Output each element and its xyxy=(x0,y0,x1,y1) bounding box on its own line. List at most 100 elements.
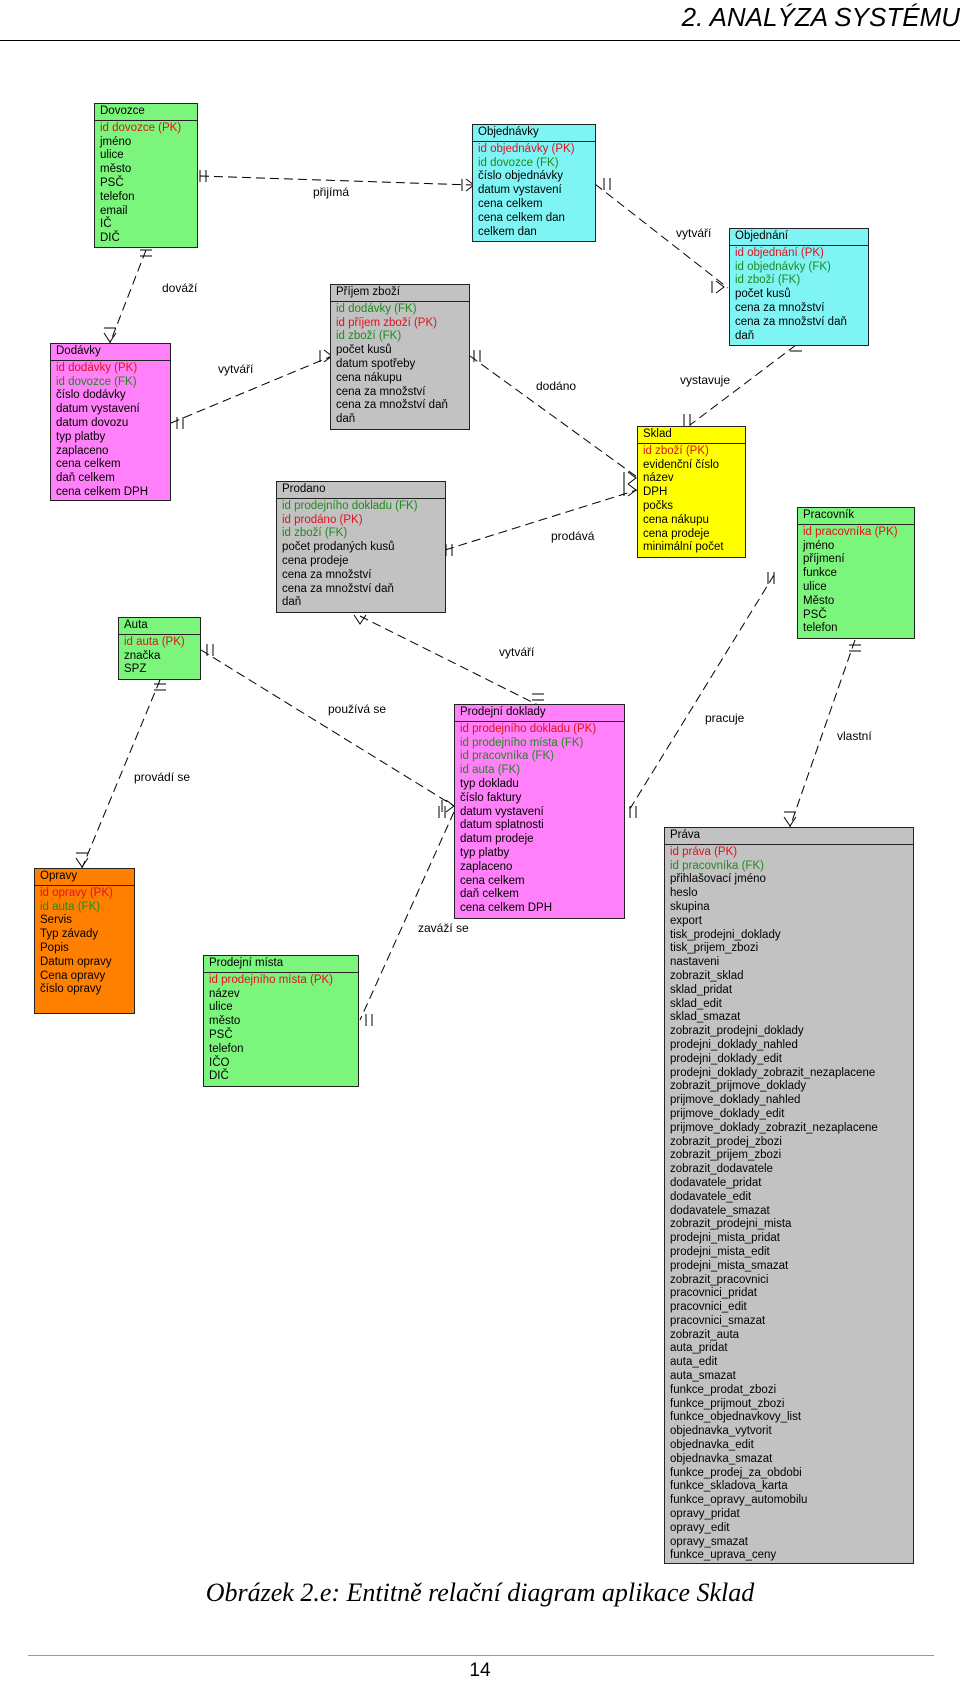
rel-label-zavazi-se: zaváží se xyxy=(418,921,469,935)
attribute-row: datum vystavení xyxy=(56,403,140,416)
attribute-row: datum splatnosti xyxy=(460,819,544,832)
entity-title: Objednání xyxy=(730,229,868,246)
attribute-row: cena celkem xyxy=(460,874,525,887)
attribute-row: objednavka_vytvorit xyxy=(670,1425,772,1438)
attribute-row: Město xyxy=(803,594,835,607)
attribute-row: objednavka_edit xyxy=(670,1439,754,1452)
attribute-row: typ platby xyxy=(460,846,510,859)
rel-label-prijima: přijímá xyxy=(313,185,350,199)
attribute-row: id objednávky (PK) xyxy=(478,142,575,155)
header-title: 2. ANALÝZA SYSTÉMU xyxy=(681,2,960,32)
attribute-row: číslo objednávky xyxy=(478,170,564,183)
attribute-row: daň xyxy=(282,596,302,609)
attribute-row: PSČ xyxy=(100,176,124,189)
attribute-row: opravy_edit xyxy=(670,1521,730,1534)
rel-line-zavazi-se xyxy=(359,811,455,1021)
attribute-row: prijmove_doklady_zobrazit_nezaplacene xyxy=(670,1121,878,1134)
attribute-row: značka xyxy=(124,649,161,662)
attribute-row: cena celkem dan xyxy=(478,211,565,224)
rel-label-vystavuje: vystavuje xyxy=(680,373,731,387)
attribute-row: ulice xyxy=(209,1001,233,1014)
entity-prodano: Prodano id prodejního dokladu (FK)id pro… xyxy=(276,481,446,613)
attribute-row: telefon xyxy=(803,622,838,635)
entity-title: Sklad xyxy=(638,427,745,444)
attribute-row: sklad_edit xyxy=(670,997,722,1010)
attribute-row: funkce_prodej_za_obdobi xyxy=(670,1466,802,1479)
attribute-row: funkce_skladova_karta xyxy=(670,1480,788,1493)
entity-prodejni-doklady: Prodejní doklady id prodejního dokladu (… xyxy=(454,704,625,919)
rel-label-vytvari-left: vytváří xyxy=(218,362,254,376)
attribute-row: id objednání (PK) xyxy=(735,246,824,259)
attribute-row: zaplaceno xyxy=(460,860,513,873)
attribute-row: id dodávky (PK) xyxy=(56,361,138,374)
attribute-row: daň celkem xyxy=(56,472,115,485)
attribute-row: daň xyxy=(735,329,755,342)
entity-title: Příjem zboží xyxy=(331,285,469,302)
attribute-row: id pracovníka (FK) xyxy=(670,859,764,872)
attribute-row: sklad_pridat xyxy=(670,983,733,996)
attribute-row: jméno xyxy=(100,135,132,148)
rel-line-dovazi xyxy=(109,249,147,344)
figure-caption: Obrázek 2.e: Entitně relační diagram apl… xyxy=(205,1578,755,1607)
rel-line-vystavuje xyxy=(689,344,797,426)
attribute-row: auta_smazat xyxy=(670,1370,736,1383)
entity-title: Prodejní doklady xyxy=(455,705,624,722)
entity-prava: Práva id práva (PK)id pracovníka (FK)při… xyxy=(664,827,914,1564)
attribute-row: pracovnici_pridat xyxy=(670,1287,757,1300)
attribute-row: počks xyxy=(643,499,674,512)
attribute-row: id dovozce (PK) xyxy=(100,121,182,134)
attribute-row: prijmove_doklady_edit xyxy=(670,1107,785,1120)
attribute-row: datum prodeje xyxy=(460,833,534,846)
attribute-row: Cena opravy xyxy=(40,969,106,982)
attribute-row: SPZ xyxy=(124,663,147,676)
entity-rows: id práva (PK)id pracovníka (FK)přihlašov… xyxy=(665,845,913,1564)
attribute-row: id zboží (FK) xyxy=(282,527,348,540)
attribute-row: cena za množství daň xyxy=(282,582,394,595)
attribute-row: id zboží (FK) xyxy=(336,330,402,343)
attribute-row: cena celkem DPH xyxy=(460,902,553,915)
attribute-row: ulice xyxy=(100,149,124,162)
attribute-row: id dovozce (FK) xyxy=(478,156,559,169)
entity-title: Auta xyxy=(119,618,200,635)
attribute-row: cena prodeje xyxy=(643,527,710,540)
attribute-row: id opravy (PK) xyxy=(40,886,113,899)
attribute-row: export xyxy=(670,914,702,927)
attribute-row: dodavatele_smazat xyxy=(670,1204,770,1217)
entity-title: Opravy xyxy=(35,869,134,886)
attribute-row: počet prodaných kusů xyxy=(282,541,395,554)
attribute-row: auta_pridat xyxy=(670,1342,728,1355)
attribute-row: id zboží (PK) xyxy=(643,444,709,457)
attribute-row: cena nákupu xyxy=(643,513,709,526)
entity-rows: id objednávky (PK)id dovozce (FK)číslo o… xyxy=(473,142,595,241)
attribute-row: opravy_pridat xyxy=(670,1508,740,1521)
attribute-row: Typ závady xyxy=(40,928,99,941)
attribute-row: funkce_prijmout_zbozi xyxy=(670,1397,785,1410)
attribute-row: id prodejního místa (PK) xyxy=(209,973,334,986)
attribute-row: IČ xyxy=(100,218,112,231)
attribute-row: prodejni_mista_pridat xyxy=(670,1232,780,1245)
attribute-row: objednavka_smazat xyxy=(670,1452,773,1465)
attribute-row: město xyxy=(209,1015,241,1028)
attribute-row: cena celkem DPH xyxy=(56,485,149,498)
rel-line-vytvari-mid xyxy=(359,615,539,706)
attribute-row: evidenční číslo xyxy=(643,458,720,471)
attribute-row: cena za množství xyxy=(282,568,372,581)
attribute-row: číslo faktury xyxy=(460,791,522,804)
attribute-row: opravy_smazat xyxy=(670,1535,748,1548)
attribute-row: cena za množství xyxy=(336,385,426,398)
attribute-row: datum dovozu xyxy=(56,416,129,429)
footer-divider xyxy=(28,1655,934,1656)
attribute-row: prodejni_doklady_edit xyxy=(670,1052,782,1065)
attribute-row: id zboží (FK) xyxy=(735,274,801,287)
rel-label-pracuje: pracuje xyxy=(705,711,745,725)
attribute-row: telefon xyxy=(209,1042,244,1055)
entity-title: Pracovník xyxy=(798,508,914,525)
rel-line-vytvari-top xyxy=(594,183,729,289)
attribute-row: prijmove_doklady_nahled xyxy=(670,1094,801,1107)
entity-title: Prodejní místa xyxy=(204,956,358,973)
